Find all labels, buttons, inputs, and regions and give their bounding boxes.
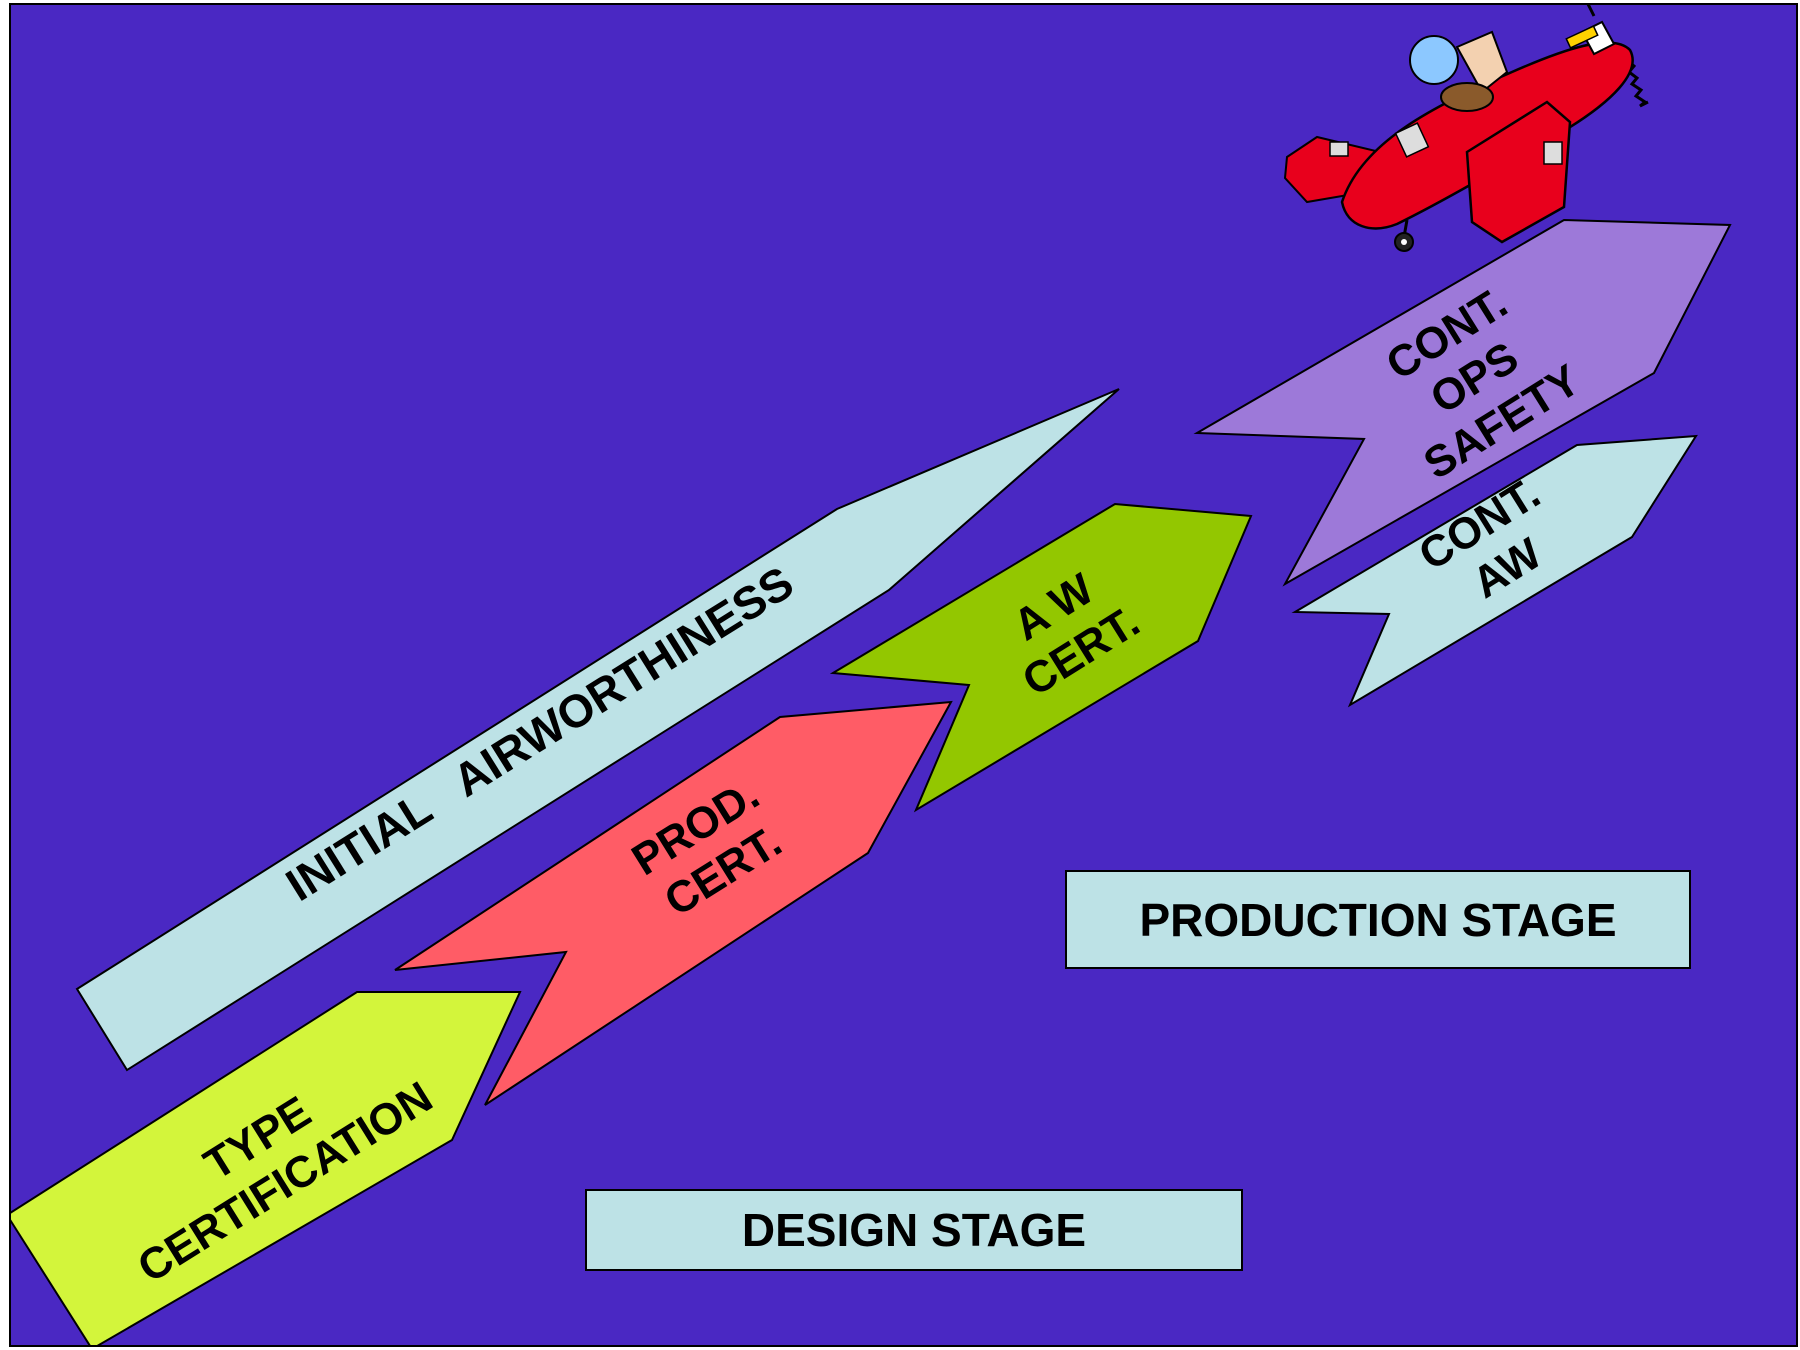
airplane-pilot-icon: [1283, 5, 1649, 252]
production-stage-box: PRODUCTION STAGE: [1065, 870, 1691, 969]
cont-aw-shape: [1291, 434, 1698, 708]
design-stage-box: DESIGN STAGE: [585, 1189, 1243, 1271]
aw-cert-shape: [829, 502, 1253, 813]
aw-cert-arrow: A W CERT.: [829, 502, 1253, 813]
diagram-slide: INITIAL AIRWORTHINESS CONT. OPS SAFETY C…: [9, 3, 1798, 1347]
initial-airworthiness-shape: [75, 388, 1120, 1072]
type-certification-shape: [11, 991, 522, 1345]
diagram-canvas: INITIAL AIRWORTHINESS CONT. OPS SAFETY C…: [11, 5, 1796, 1345]
cont-ops-safety-shape: [1193, 218, 1732, 587]
prod-cert-shape: [394, 700, 953, 1106]
prod-cert-arrow: PROD. CERT.: [394, 700, 953, 1106]
